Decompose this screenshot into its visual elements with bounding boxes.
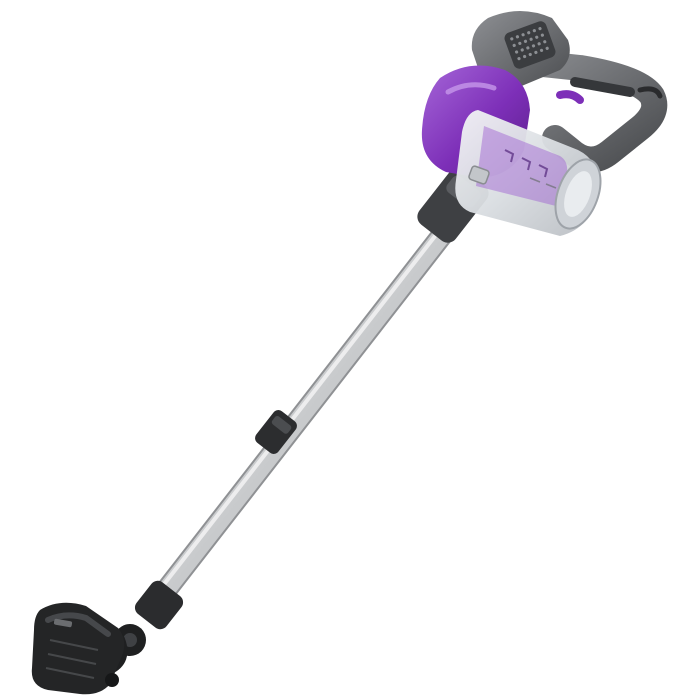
dust-bin xyxy=(455,110,602,236)
handheld-unit xyxy=(421,11,668,236)
extension-tube xyxy=(149,214,461,609)
exhaust-vent xyxy=(504,21,556,69)
floor-nozzle xyxy=(31,602,125,695)
tube-release-clip xyxy=(255,410,297,454)
